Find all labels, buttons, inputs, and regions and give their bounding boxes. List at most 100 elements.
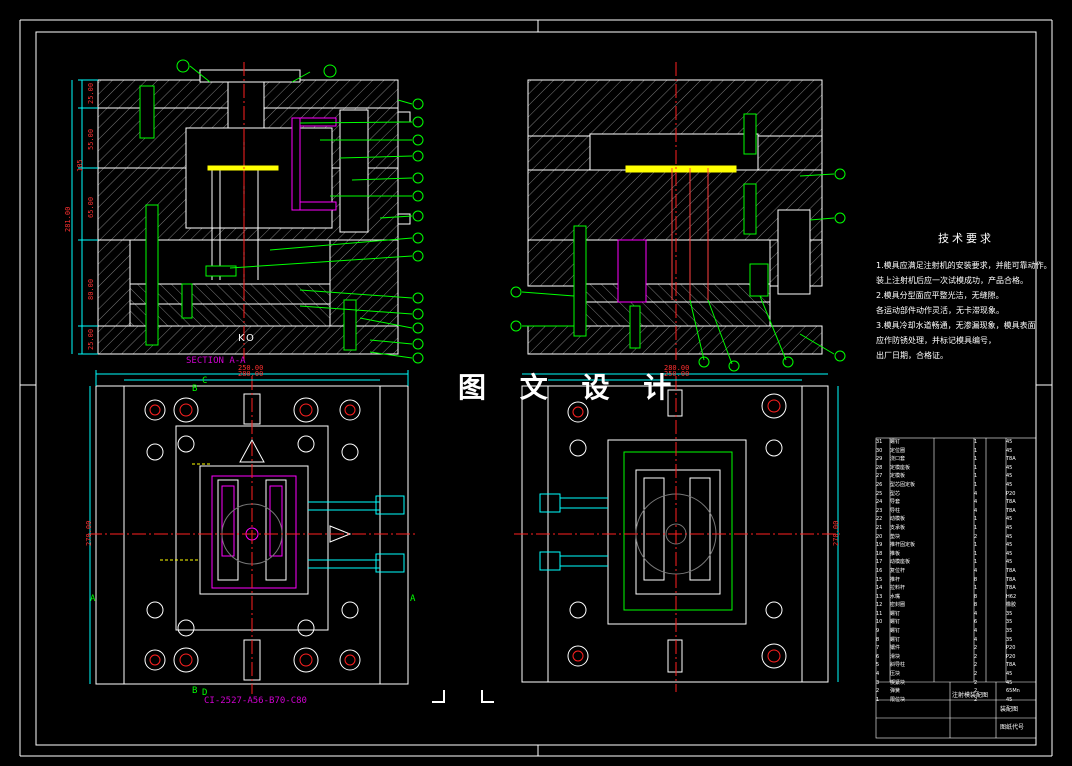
bom-cell: 45 <box>1006 671 1013 678</box>
dim-stack: 55.00 <box>87 128 95 150</box>
bom-cell: 1 <box>974 473 978 480</box>
bom-cell: 35 <box>1006 628 1013 635</box>
bom-cell: 65Mn <box>1006 688 1020 695</box>
bom-cell <box>986 670 1006 679</box>
bom-cell: 8 <box>974 602 978 609</box>
bom-cell: 26 <box>876 481 883 488</box>
r-spacer-left <box>527 239 583 287</box>
ejector-plate <box>129 303 331 327</box>
bom-cell: P20 <box>1006 490 1016 497</box>
bom-cell <box>934 618 974 627</box>
bom-cell <box>934 558 974 567</box>
bom-cell <box>986 679 1006 688</box>
tech-line: 2.模具分型面应平整光洁，无缝隙。 <box>876 291 1004 300</box>
bom-cell <box>934 447 974 456</box>
bom-cell: 25 <box>876 490 883 497</box>
bom-cell: T8A <box>1006 585 1016 592</box>
bom-cell: 28 <box>876 464 883 471</box>
bom-cell: 45 <box>1006 524 1013 531</box>
bom-cell: 2 <box>974 645 978 652</box>
bom-title-cell: 注射模装配图 <box>952 692 989 699</box>
bom-cell <box>986 627 1006 636</box>
bom-cell <box>934 472 974 481</box>
bom-cell: 14 <box>876 585 883 592</box>
tech-line: 1.模具应满足注射机的安装要求，并能可靠动作。 <box>876 261 1052 270</box>
section-mark: B <box>192 384 198 394</box>
bom-cell: 20 <box>876 533 883 540</box>
bom-cell: 24 <box>876 499 883 506</box>
bom-cell: 45 <box>1006 533 1013 540</box>
bom-cell: 2 <box>974 671 978 678</box>
spacer-left <box>97 239 131 327</box>
bom-cell <box>986 524 1006 533</box>
sprue-bushing <box>227 81 265 129</box>
dim-left-width2: 280.00 <box>238 370 264 378</box>
bom-cell: 楔紧块 <box>890 679 906 686</box>
bom-cell: 35 <box>1006 636 1013 643</box>
bom-table-grid <box>875 437 1037 739</box>
bom-cell <box>934 679 974 688</box>
bom-cell <box>986 687 1006 696</box>
bom-cell <box>934 610 974 619</box>
bom-cell: 45 <box>1006 516 1013 523</box>
cooling-channel-3 <box>291 117 301 211</box>
bom-cell: 1 <box>876 696 880 703</box>
bom-cell: 4 <box>974 636 978 643</box>
bom-cell: T8A <box>1006 456 1016 463</box>
left-plan-view <box>88 370 418 694</box>
bom-cell: T8A <box>1006 662 1016 669</box>
bom-cell: 定模座板 <box>890 464 911 471</box>
bom-cell: 45 <box>1006 559 1013 566</box>
bom-cell: 10 <box>876 619 883 626</box>
ejector-retainer <box>129 283 331 305</box>
bom-cell <box>986 464 1006 473</box>
bom-cell <box>934 550 974 559</box>
bom-cell <box>986 490 1006 499</box>
bom-cell <box>934 653 974 662</box>
bom-cell: 1 <box>974 550 978 557</box>
bom-cell: 7 <box>876 645 880 652</box>
right-plan-view <box>514 373 840 692</box>
bom-cell: 螺钉 <box>890 636 901 643</box>
bom-cell: 1 <box>974 439 978 445</box>
tech-line: 应作防锈处理，并标记模具编号， <box>876 336 996 345</box>
bom-cell: 35 <box>1006 619 1013 626</box>
water-nozzles-left <box>397 111 411 225</box>
bom-cell: 4 <box>974 490 978 497</box>
bom-cell: 螺钉 <box>890 610 901 617</box>
bom-cell <box>934 524 974 533</box>
bom-cell: 1 <box>974 524 978 531</box>
bom-title-cell: 装配图 <box>1000 706 1019 713</box>
bom-cell: 1 <box>974 481 978 488</box>
locating-ring <box>199 69 301 83</box>
bom-cell: 45 <box>1006 481 1013 488</box>
bom-cell: 13 <box>876 593 883 600</box>
bom-cell: 45 <box>1006 439 1013 445</box>
bom-cell: 支承板 <box>890 524 906 531</box>
tech-line: 3.模具冷却水道畅通，无渗漏现象，模具表面 <box>876 321 1036 330</box>
bom-cell <box>986 481 1006 490</box>
view-corner-marks <box>432 690 494 703</box>
bom-cell: 22 <box>876 516 883 523</box>
dim-right-width: 280.00 <box>664 364 690 372</box>
bom-cell <box>934 455 974 464</box>
dim-stack: 105 <box>76 159 84 172</box>
bom-cell: 4 <box>974 499 978 506</box>
guide-pin-left <box>145 204 159 346</box>
bom-cell: H62 <box>1006 593 1017 600</box>
bom-cell: 螺钉 <box>890 619 901 626</box>
bom-cell: 1 <box>974 516 978 523</box>
bom-cell: 4 <box>876 671 880 678</box>
tech-requirements-title: 技术要求 <box>938 232 994 245</box>
bom-cell: 2 <box>974 653 978 660</box>
bom-cell: T8A <box>1006 576 1016 583</box>
section-mark: A <box>410 594 416 604</box>
